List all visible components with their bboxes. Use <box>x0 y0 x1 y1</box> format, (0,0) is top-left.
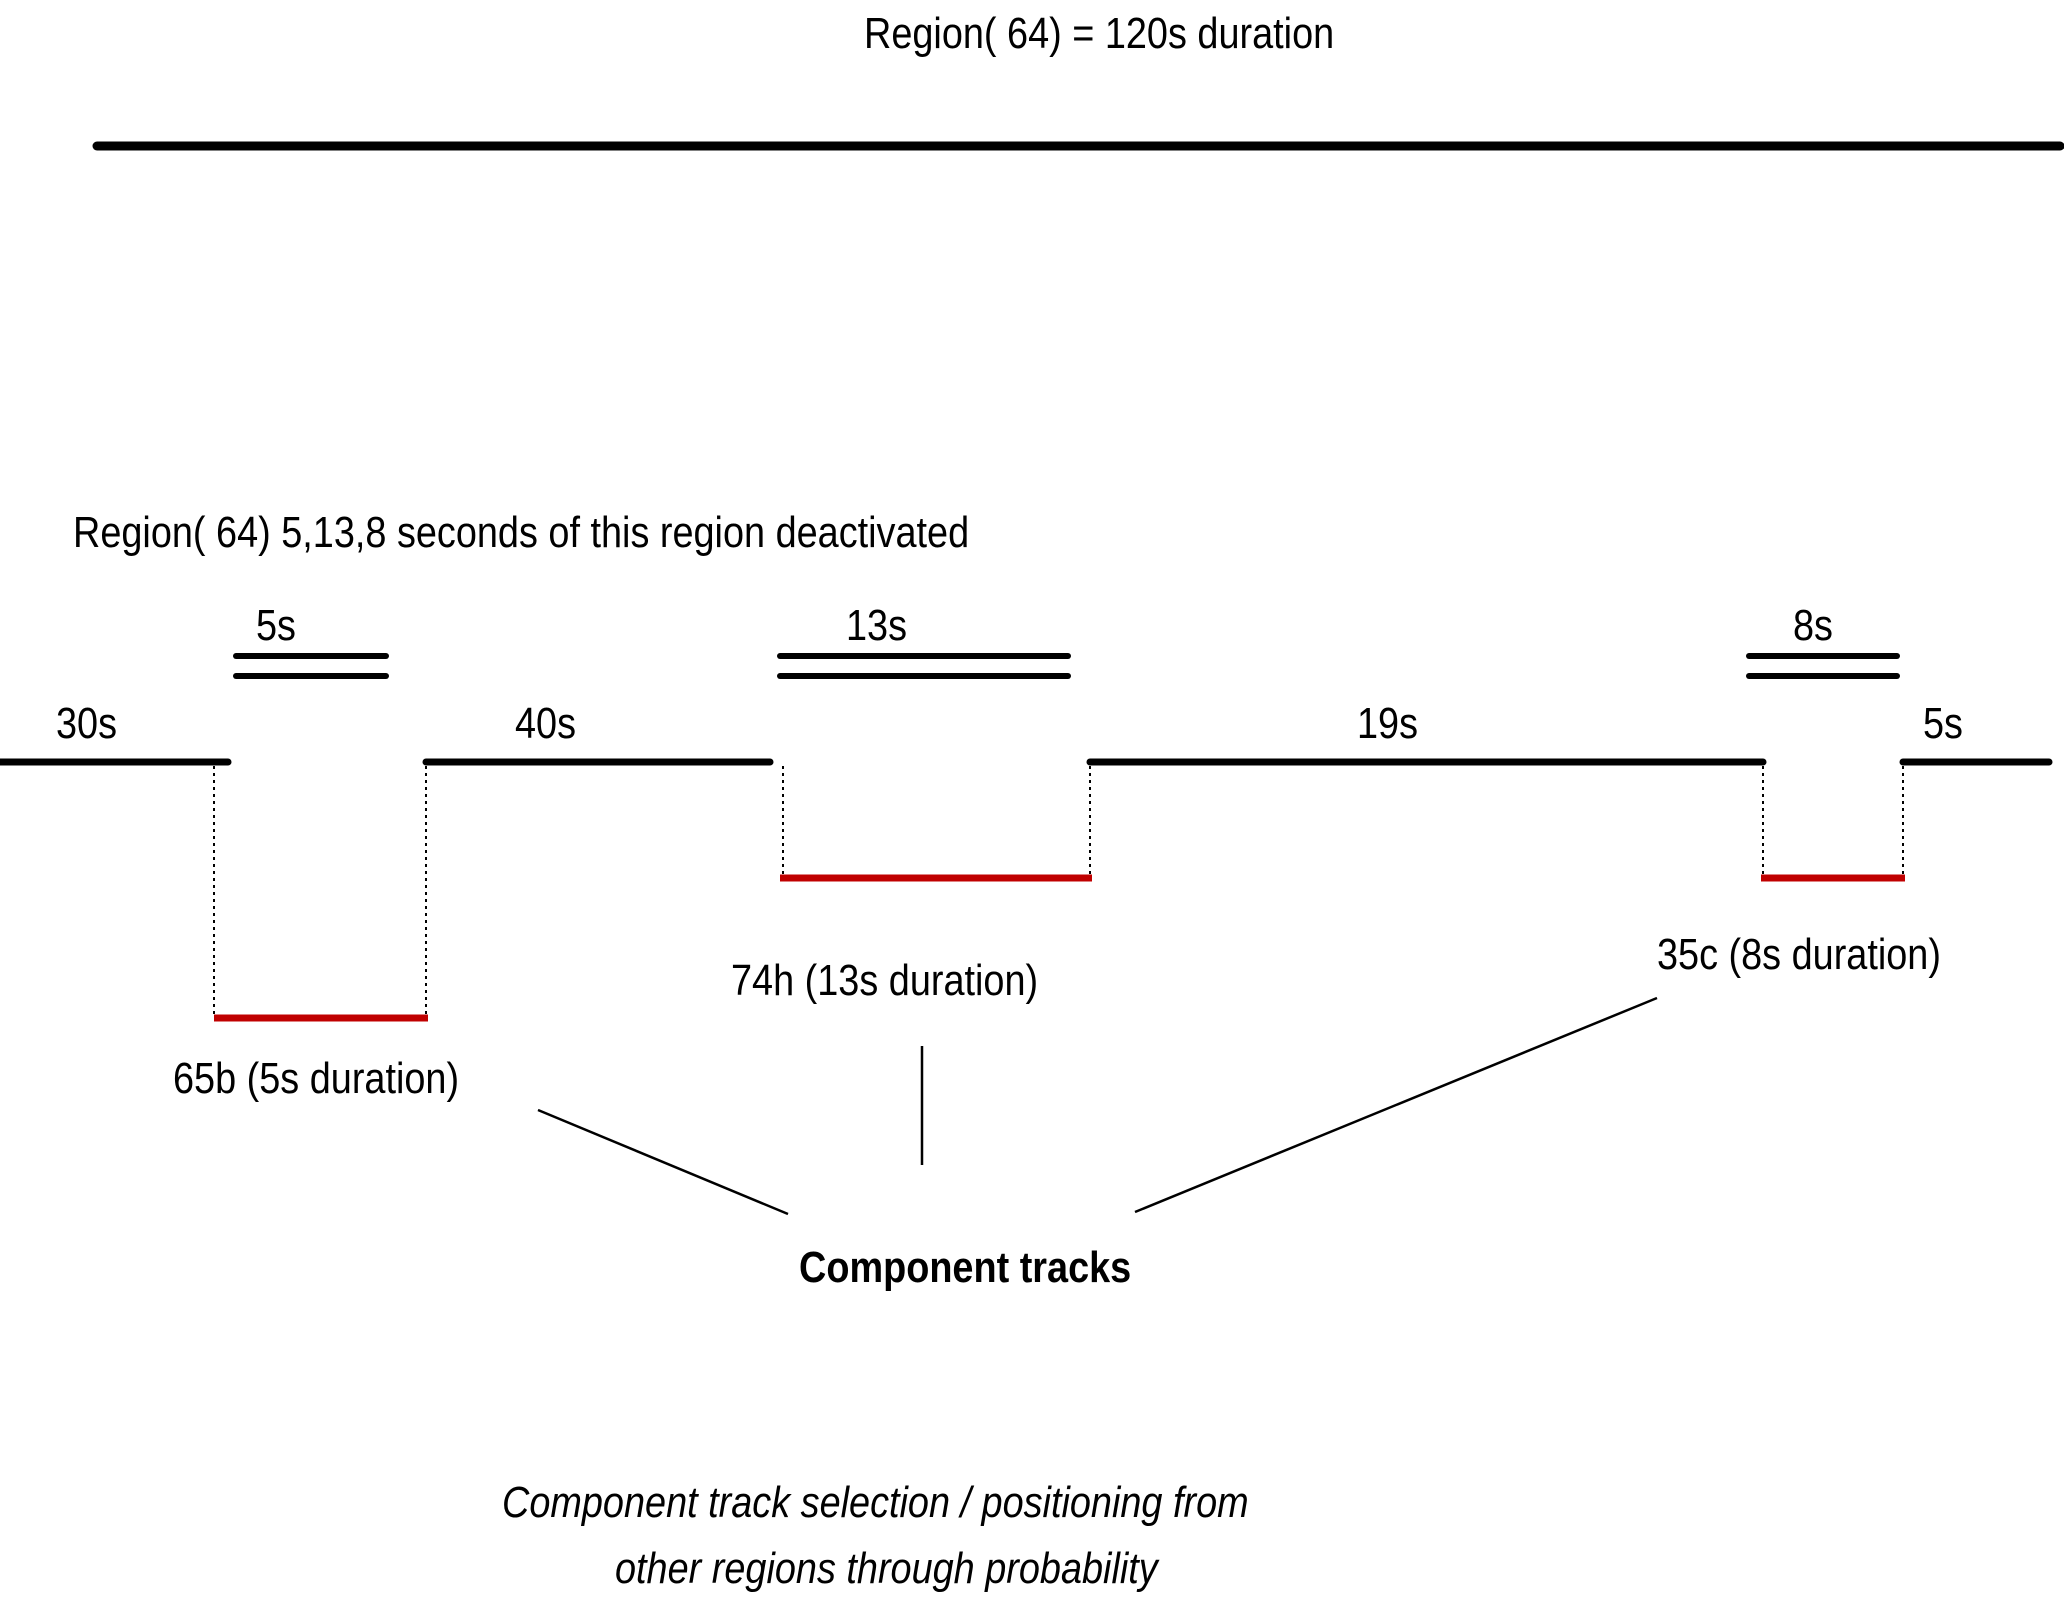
connector-line-65b <box>537 1108 789 1216</box>
gap-label-2: 13s <box>846 601 908 650</box>
caption-line-2: other regions through probability <box>615 1544 1158 1593</box>
region-deactivated-title: Region( 64) 5,13,8 seconds of this regio… <box>73 508 970 557</box>
component-tracks-label: Component tracks <box>799 1243 1132 1292</box>
gap-marker-2 <box>777 653 1071 679</box>
segment-label-1: 30s <box>56 699 118 748</box>
gap-label-1: 5s <box>256 601 296 650</box>
drop-lines <box>213 766 1904 1018</box>
segment-label-4: 5s <box>1923 699 1963 748</box>
gap-marker-1 <box>233 653 389 679</box>
track-label-65b: 65b (5s duration) <box>173 1054 460 1103</box>
gap-label-3: 8s <box>1793 601 1833 650</box>
connector-line-35c <box>1134 996 1658 1214</box>
track-label-35c: 35c (8s duration) <box>1657 930 1941 979</box>
track-label-74h: 74h (13s duration) <box>731 956 1039 1005</box>
region-duration-title: Region( 64) = 120s duration <box>864 9 1335 58</box>
segment-label-3: 19s <box>1357 699 1419 748</box>
gap-marker-3 <box>1746 653 1900 679</box>
caption-line-1: Component track selection / positioning … <box>502 1478 1249 1527</box>
segment-label-2: 40s <box>515 699 577 748</box>
